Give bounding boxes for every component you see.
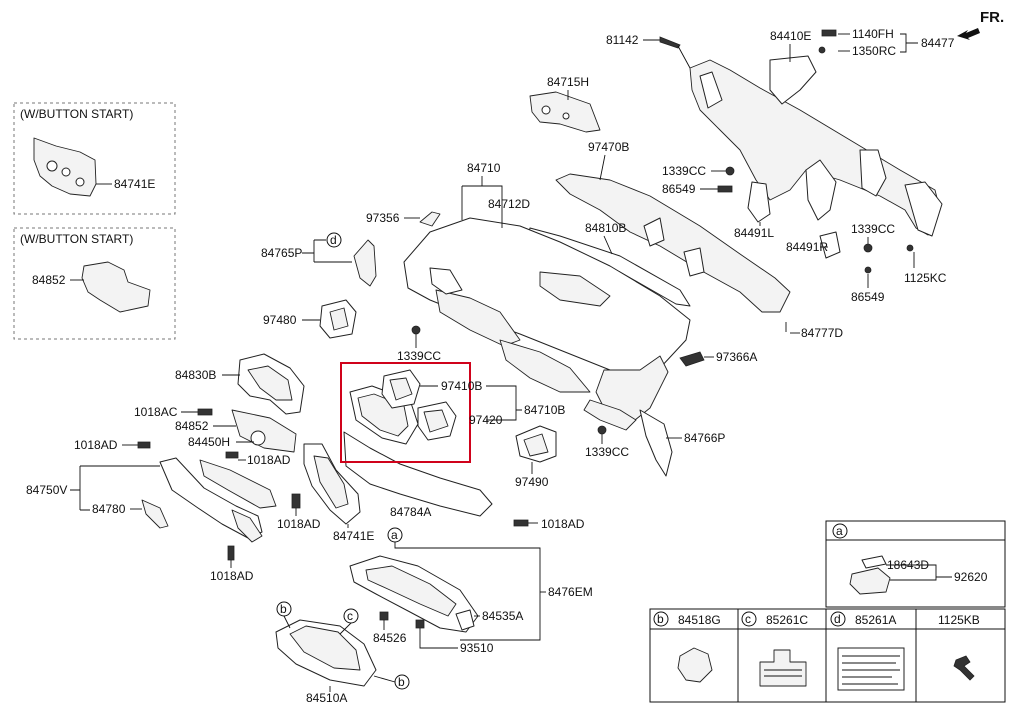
callout-84741E-b: 84741E (114, 177, 155, 191)
bolt-part-image (953, 655, 975, 681)
inset-button-start-bottom: (W/BUTTON START) 84852 (13, 227, 176, 340)
callout-84535A: 84535A (482, 609, 523, 623)
front-direction-indicator: FR. (957, 9, 1004, 40)
legend-d-letter: d (834, 612, 841, 626)
legend-a-letter: a (836, 524, 843, 538)
callout-1018AC: 1018AC (134, 405, 178, 419)
circle-b-marker-2: b (398, 675, 405, 689)
callout-97356: 97356 (366, 211, 400, 225)
circle-b-marker-1: b (280, 602, 287, 616)
callout-97470B: 97470B (588, 140, 629, 154)
cowl-cross-bar-assembly (689, 55, 943, 274)
callout-84410E: 84410E (770, 29, 811, 43)
callout-1339CC-d: 1339CC (585, 445, 629, 459)
inset-button-start-top: (W/BUTTON START) 84741E (13, 102, 176, 215)
switch-bezel-part-image (33, 137, 97, 197)
callout-84526: 84526 (373, 631, 407, 645)
callout-84710B: 84710B (524, 403, 565, 417)
callout-84710: 84710 (467, 161, 501, 175)
callout-84810B: 84810B (585, 221, 626, 235)
callout-84784A: 84784A (390, 505, 431, 519)
callout-1018AD-a: 1018AD (74, 438, 118, 452)
callout-1018AD-e: 1018AD (541, 517, 585, 531)
lower-crash-pad: 84750V 84780 (26, 457, 277, 543)
callout-1140FH: 1140FH (852, 27, 894, 41)
clip-part-image (677, 647, 713, 683)
legend-b-letter: b (657, 612, 664, 626)
callout-84491L: 84491L (734, 226, 774, 240)
highlighted-vent-group (340, 362, 471, 463)
callout-97410B: 97410B (441, 379, 482, 393)
callout-84712D: 84712D (488, 197, 530, 211)
callout-84477: 84477 (921, 36, 955, 50)
callout-1125KC: 1125KC (904, 271, 947, 285)
callout-1339CC-b: 1339CC (851, 222, 895, 236)
legend-1125KB-part: 1125KB (938, 613, 980, 627)
callout-97480: 97480 (263, 313, 297, 327)
callout-1018AD-c: 1018AD (210, 569, 254, 583)
callout-84491R: 84491R (786, 240, 828, 254)
direction-label: FR. (980, 9, 1004, 26)
callout-8476EM: 8476EM (548, 585, 593, 599)
callout-84765P: 84765P (261, 246, 302, 260)
callout-84777D: 84777D (801, 326, 843, 340)
inset-top-title: (W/BUTTON START) (20, 107, 133, 121)
legend-a-part-1: 18643D (887, 558, 929, 572)
callout-84450H: 84450H (188, 435, 230, 449)
callout-86549-b: 86549 (851, 290, 885, 304)
legend-d-part: 85261A (855, 613, 896, 627)
legend-cells: b 84518G c 85261C d 85261A 1125KB (649, 608, 1006, 703)
callout-84852-a: 84852 (175, 419, 209, 433)
inset-bottom-title: (W/BUTTON START) (20, 232, 133, 246)
callout-84510A: 84510A (306, 691, 347, 705)
callout-97420: 97420 (469, 413, 503, 427)
callout-84741E-a: 84741E (333, 529, 374, 543)
cluster-fascia-parts: 84830B 1018AC 84852 84450H 1018AD 1018AD (74, 353, 305, 467)
callout-86549-a: 86549 (662, 182, 696, 196)
legend-c-letter: c (745, 612, 751, 626)
circle-c-marker: c (347, 609, 353, 623)
selection-highlight-box (340, 362, 471, 463)
callout-84766P: 84766P (684, 431, 725, 445)
callout-1339CC-a: 1339CC (662, 164, 706, 178)
callout-81142: 81142 (606, 33, 639, 47)
callout-1350RC: 1350RC (852, 44, 896, 58)
main-crash-pad: 84710 84712D (403, 161, 691, 431)
callout-84830B: 84830B (175, 368, 216, 382)
callout-97490: 97490 (515, 475, 549, 489)
front-arrow-icon (957, 28, 980, 40)
callout-84750V: 84750V (26, 483, 67, 497)
legend-a-part-2: 92620 (954, 570, 988, 584)
legend-c-part: 85261C (766, 613, 808, 627)
legend-a-box: a 18643D 92620 (825, 520, 1006, 608)
callout-93510: 93510 (460, 641, 494, 655)
cover-part-image (81, 261, 151, 313)
callout-1018AD-d: 1018AD (277, 517, 321, 531)
circle-d-marker: d (330, 233, 337, 247)
callout-1018AD-b: 1018AD (247, 453, 291, 467)
label-tag-part-image (759, 649, 807, 687)
callout-1339CC-c: 1339CC (397, 349, 441, 363)
callout-97366A: 97366A (716, 350, 757, 364)
legend-b-part: 84518G (678, 613, 721, 627)
glove-box-assembly: a 8476EM 84535A 84526 93510 b c b 84510A (275, 527, 593, 705)
callout-84852-b: 84852 (32, 273, 66, 287)
callout-84715H: 84715H (547, 75, 589, 89)
circle-a-marker: a (391, 528, 398, 542)
caution-label-part-image (837, 647, 905, 691)
callout-84780: 84780 (92, 502, 126, 516)
